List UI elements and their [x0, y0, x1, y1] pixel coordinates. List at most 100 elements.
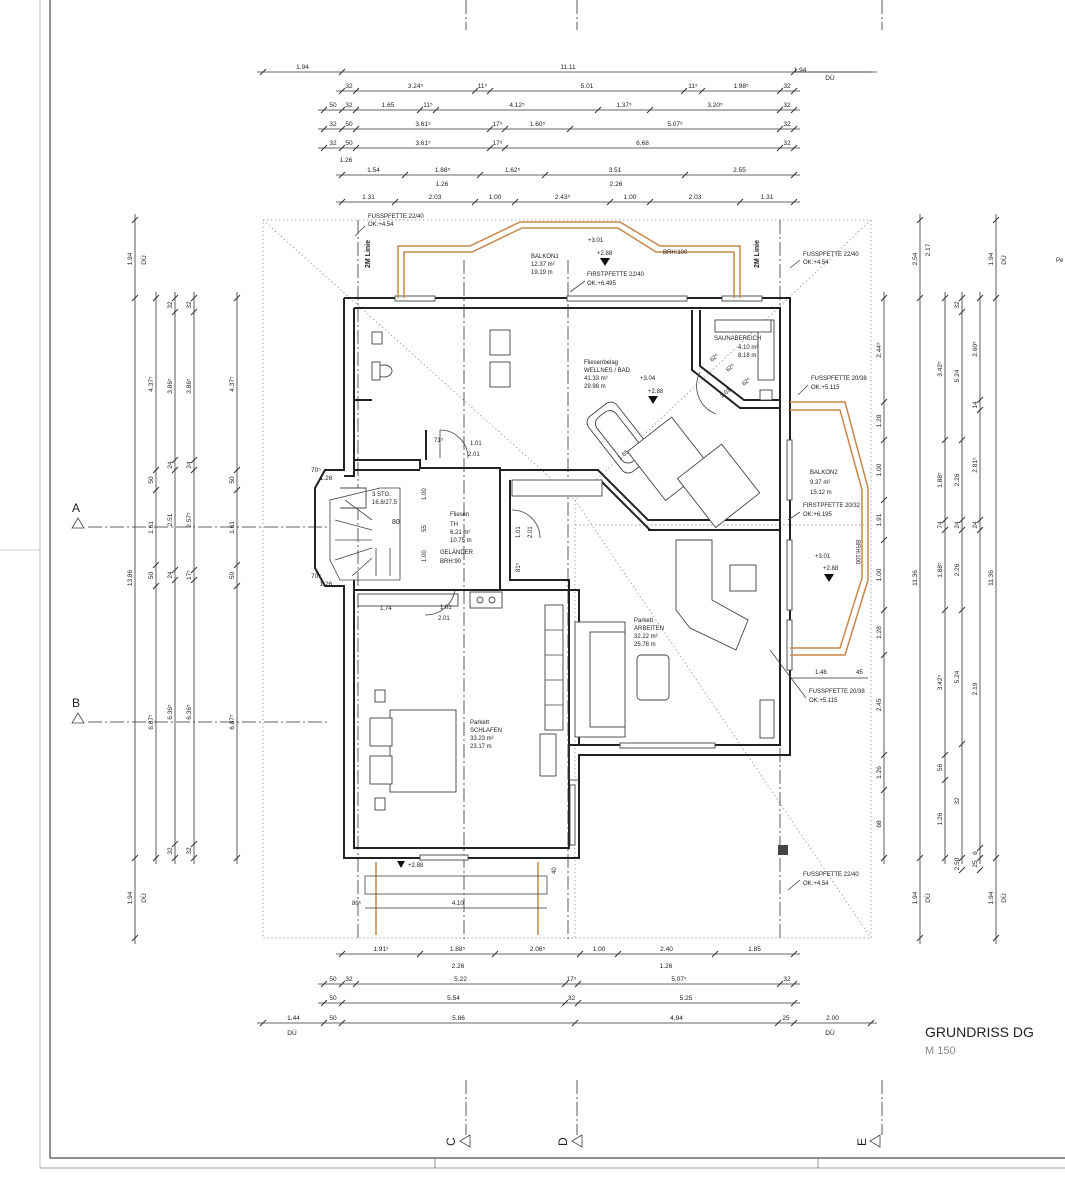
dimension-label: 1.31 [362, 194, 375, 201]
dimension-tick [776, 87, 784, 95]
dimension-tick [486, 125, 494, 133]
dimension-label: 2.19 [972, 682, 979, 695]
dimension-tick [259, 1019, 267, 1027]
annotation-line: OK:+6.495 [587, 281, 617, 287]
level-triangle-icon [648, 396, 658, 404]
dimension-label: 14 [972, 401, 979, 409]
dimension-tick [171, 854, 179, 862]
dimension-label: 2.06⁵ [530, 946, 546, 953]
section-marker-label: E [855, 1138, 869, 1146]
bottom-balkon-dim: 40 [552, 867, 558, 874]
dimension-tick [432, 106, 440, 114]
section-marker-a: A [71, 501, 85, 529]
drawing-scale: M 150 [925, 1045, 956, 1057]
annotation-line: FUSSPFETTE 22/40 [803, 872, 859, 878]
annotation-line: FUSSPFETTE 22/40 [803, 252, 859, 258]
dimension-label: 32 [783, 83, 791, 90]
dimension-tick [171, 466, 179, 474]
dimension-tick [880, 436, 888, 444]
annotation-line: OK:+6.195 [803, 512, 833, 518]
dimension-tick [992, 854, 1000, 862]
dimension-tick [941, 606, 949, 614]
dimension-tick [352, 980, 360, 988]
room-name: BALKON2 [810, 470, 838, 476]
dimension-tick [171, 576, 179, 584]
dimension-label: 6.68 [636, 140, 649, 147]
dimension-tick [880, 294, 888, 302]
dimension-label: 1.00 [624, 194, 637, 201]
dimension-tick [880, 496, 888, 504]
dimension-tick [941, 751, 949, 759]
level-triangle-icon [397, 861, 405, 868]
dimension-tick [976, 396, 984, 404]
dimension-label: 32 [329, 121, 337, 128]
dimension-label: 25 [972, 860, 979, 868]
dimension-tick [233, 854, 241, 862]
annotation-line: OK:+5.115 [811, 385, 840, 391]
dimension-tick [790, 125, 798, 133]
dimension-tick [338, 999, 346, 1007]
dimension-tick [958, 866, 966, 874]
dimension-tick [736, 198, 744, 206]
section-triangle-icon [71, 517, 85, 529]
dimension-tick [566, 125, 574, 133]
dimension-label: 2.03 [689, 194, 702, 201]
room-area: 33.23 m² [470, 736, 494, 742]
dimension-tick [776, 980, 784, 988]
room-arbeiten: Parkett ARBEITEN 32.22 m² 25.78 m [634, 618, 664, 648]
room-area: 41.33 m² [584, 376, 608, 382]
dimension-tick [571, 1019, 579, 1027]
dimension-label: 4.37⁵ [229, 376, 236, 392]
bottom-balkon-dim: 4.10 [452, 901, 464, 907]
dimension-tick [233, 582, 241, 590]
dimension-label: 32 [345, 83, 353, 90]
dimension-label: 3.42⁵ [937, 361, 944, 377]
dimension-label: 1.00 [593, 946, 606, 953]
dimension-tick [352, 125, 360, 133]
door-dim: 81⁵ [515, 562, 522, 572]
dimension-label: 4.12⁵ [509, 102, 525, 109]
dimension-tick [338, 198, 346, 206]
dimension-label: 6.87⁵ [148, 714, 155, 730]
dimension-label: 74 [937, 521, 944, 529]
dimension-label: 50 [329, 1015, 337, 1022]
dimension-label: 1.98⁵ [733, 83, 749, 90]
dimension-label: 50 [329, 976, 337, 983]
dimension-label: 5.86 [452, 1015, 465, 1022]
axis-label-right: 2M Linie [754, 240, 761, 268]
dimension-tick [233, 561, 241, 569]
dimension-tick [511, 198, 519, 206]
dimension-tick [190, 576, 198, 584]
dimension-tick [152, 854, 160, 862]
dimension-label: 2.17 [925, 243, 932, 256]
dimension-label: 17⁵ [567, 976, 577, 983]
dimension-label: 56 [937, 764, 944, 772]
dimension-tick [152, 582, 160, 590]
dimension-tick [574, 999, 582, 1007]
dimension-label: 1.88⁵ [937, 472, 944, 488]
axis-label-left: 2M Linie [365, 240, 372, 268]
dimension-tick [471, 87, 479, 95]
dimension-tick [646, 198, 654, 206]
level-value: +2.88 [597, 251, 613, 257]
section-marker-b: B [71, 696, 85, 724]
dimension-label: 50 [229, 476, 236, 484]
dimension-label: 1.00 [876, 463, 883, 476]
dimension-label: 50 [229, 572, 236, 580]
dimension-label: 1.26 [340, 157, 353, 164]
dimension-tick [941, 516, 949, 524]
dimension-tick [976, 406, 984, 414]
dimension-tick [790, 171, 798, 179]
dimension-label: 1.65 [382, 102, 395, 109]
dimension-tick [941, 854, 949, 862]
dimension-label: 3.61⁵ [415, 121, 431, 128]
dimension-tick [233, 294, 241, 302]
dimension-tick [867, 1019, 875, 1027]
dimension-label: 24 [167, 461, 174, 469]
dimension-tick [476, 171, 484, 179]
dimension-tick [776, 144, 784, 152]
dimension-label: 24 [167, 571, 174, 579]
dimension-tick [338, 1019, 346, 1027]
door-dim: 62⁵ [709, 352, 721, 364]
